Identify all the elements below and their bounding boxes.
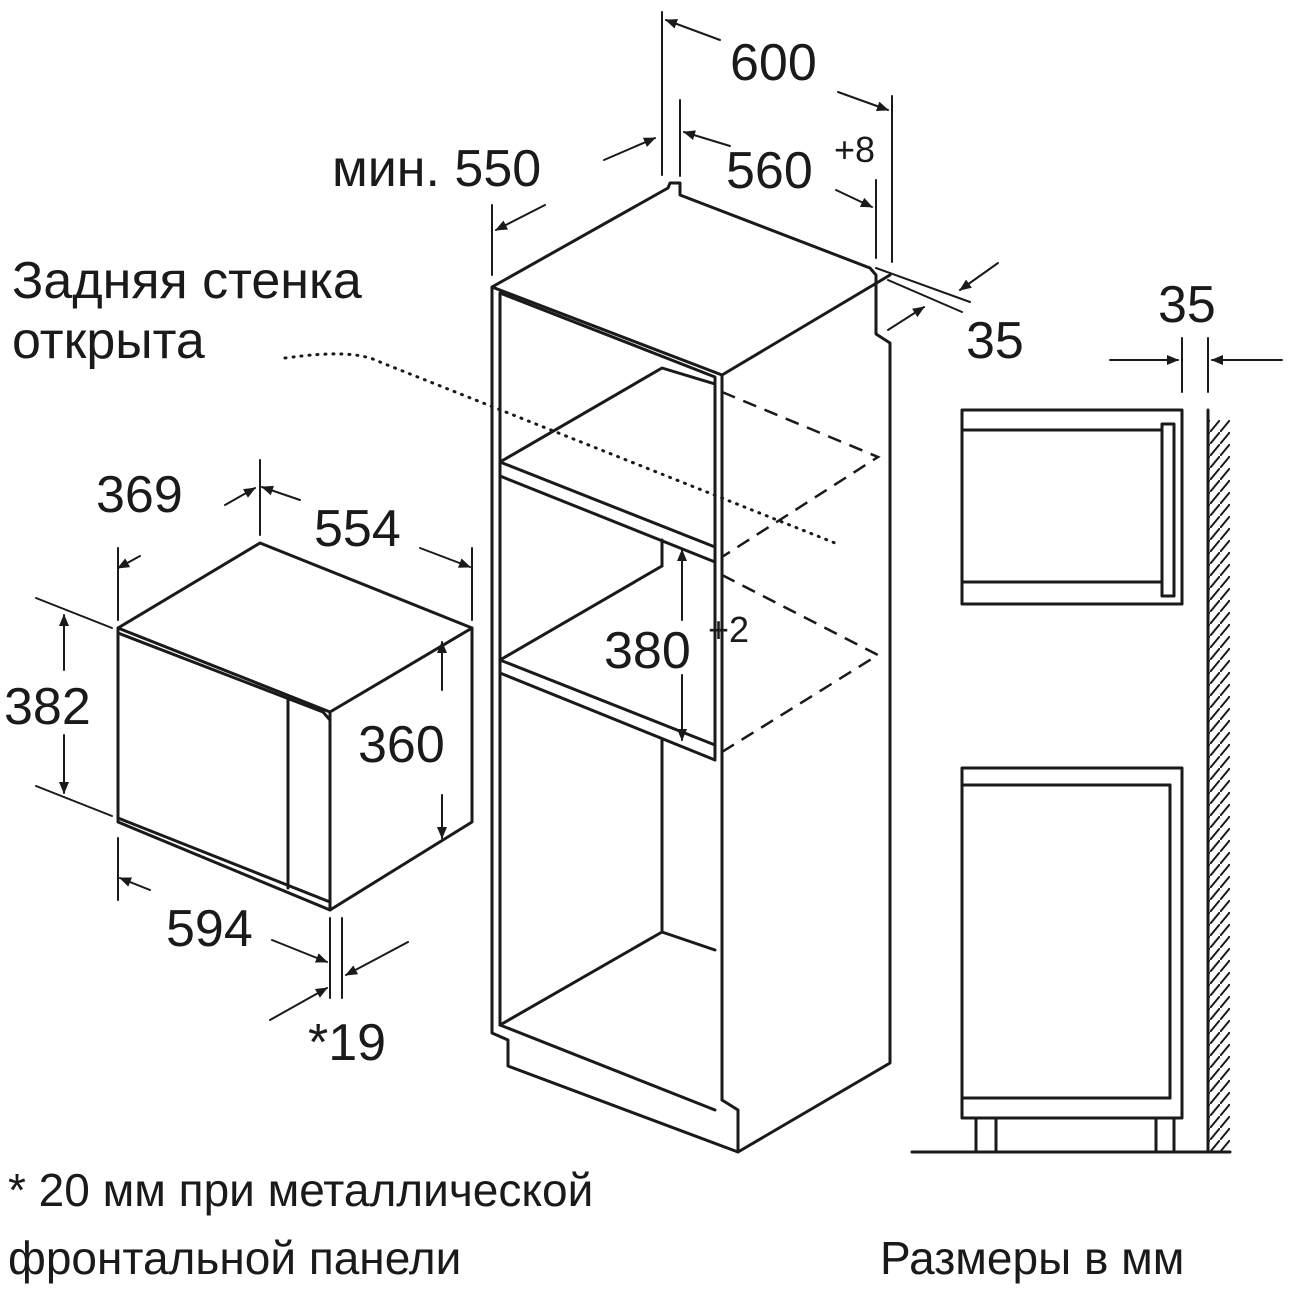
back-wall-label-line2: открыта [12,312,205,370]
footnote-line2: фронтальной панели [8,1232,461,1284]
dim-554: 554 [314,500,401,558]
dim-560: 560 [726,142,813,200]
dim-594: 594 [166,900,253,958]
cabinet-dimension-lines [491,11,999,741]
dim-min-550: мин. 550 [332,140,541,198]
dim-35-top: 35 [966,312,1024,370]
dim-360: 360 [358,716,445,774]
dim-600: 600 [730,34,817,92]
back-wall-label-line1: Задняя стенка [12,252,362,310]
dim-35-side: 35 [1158,276,1216,334]
dim-382: 382 [4,678,91,736]
dim-380: 380 [604,622,691,680]
footnote-line1: * 20 мм при металлической [8,1164,593,1216]
dim-19: *19 [308,1014,386,1072]
dim-560-tolerance: +8 [834,129,875,170]
side-view-drawing [910,337,1283,1154]
dim-369: 369 [96,466,183,524]
microwave-drawing [116,541,474,912]
dim-380-tolerance: +2 [708,609,749,650]
cabinet-drawing [283,181,892,1154]
microwave-dimension-lines [35,459,473,1021]
units-label: Размеры в мм [880,1232,1184,1284]
